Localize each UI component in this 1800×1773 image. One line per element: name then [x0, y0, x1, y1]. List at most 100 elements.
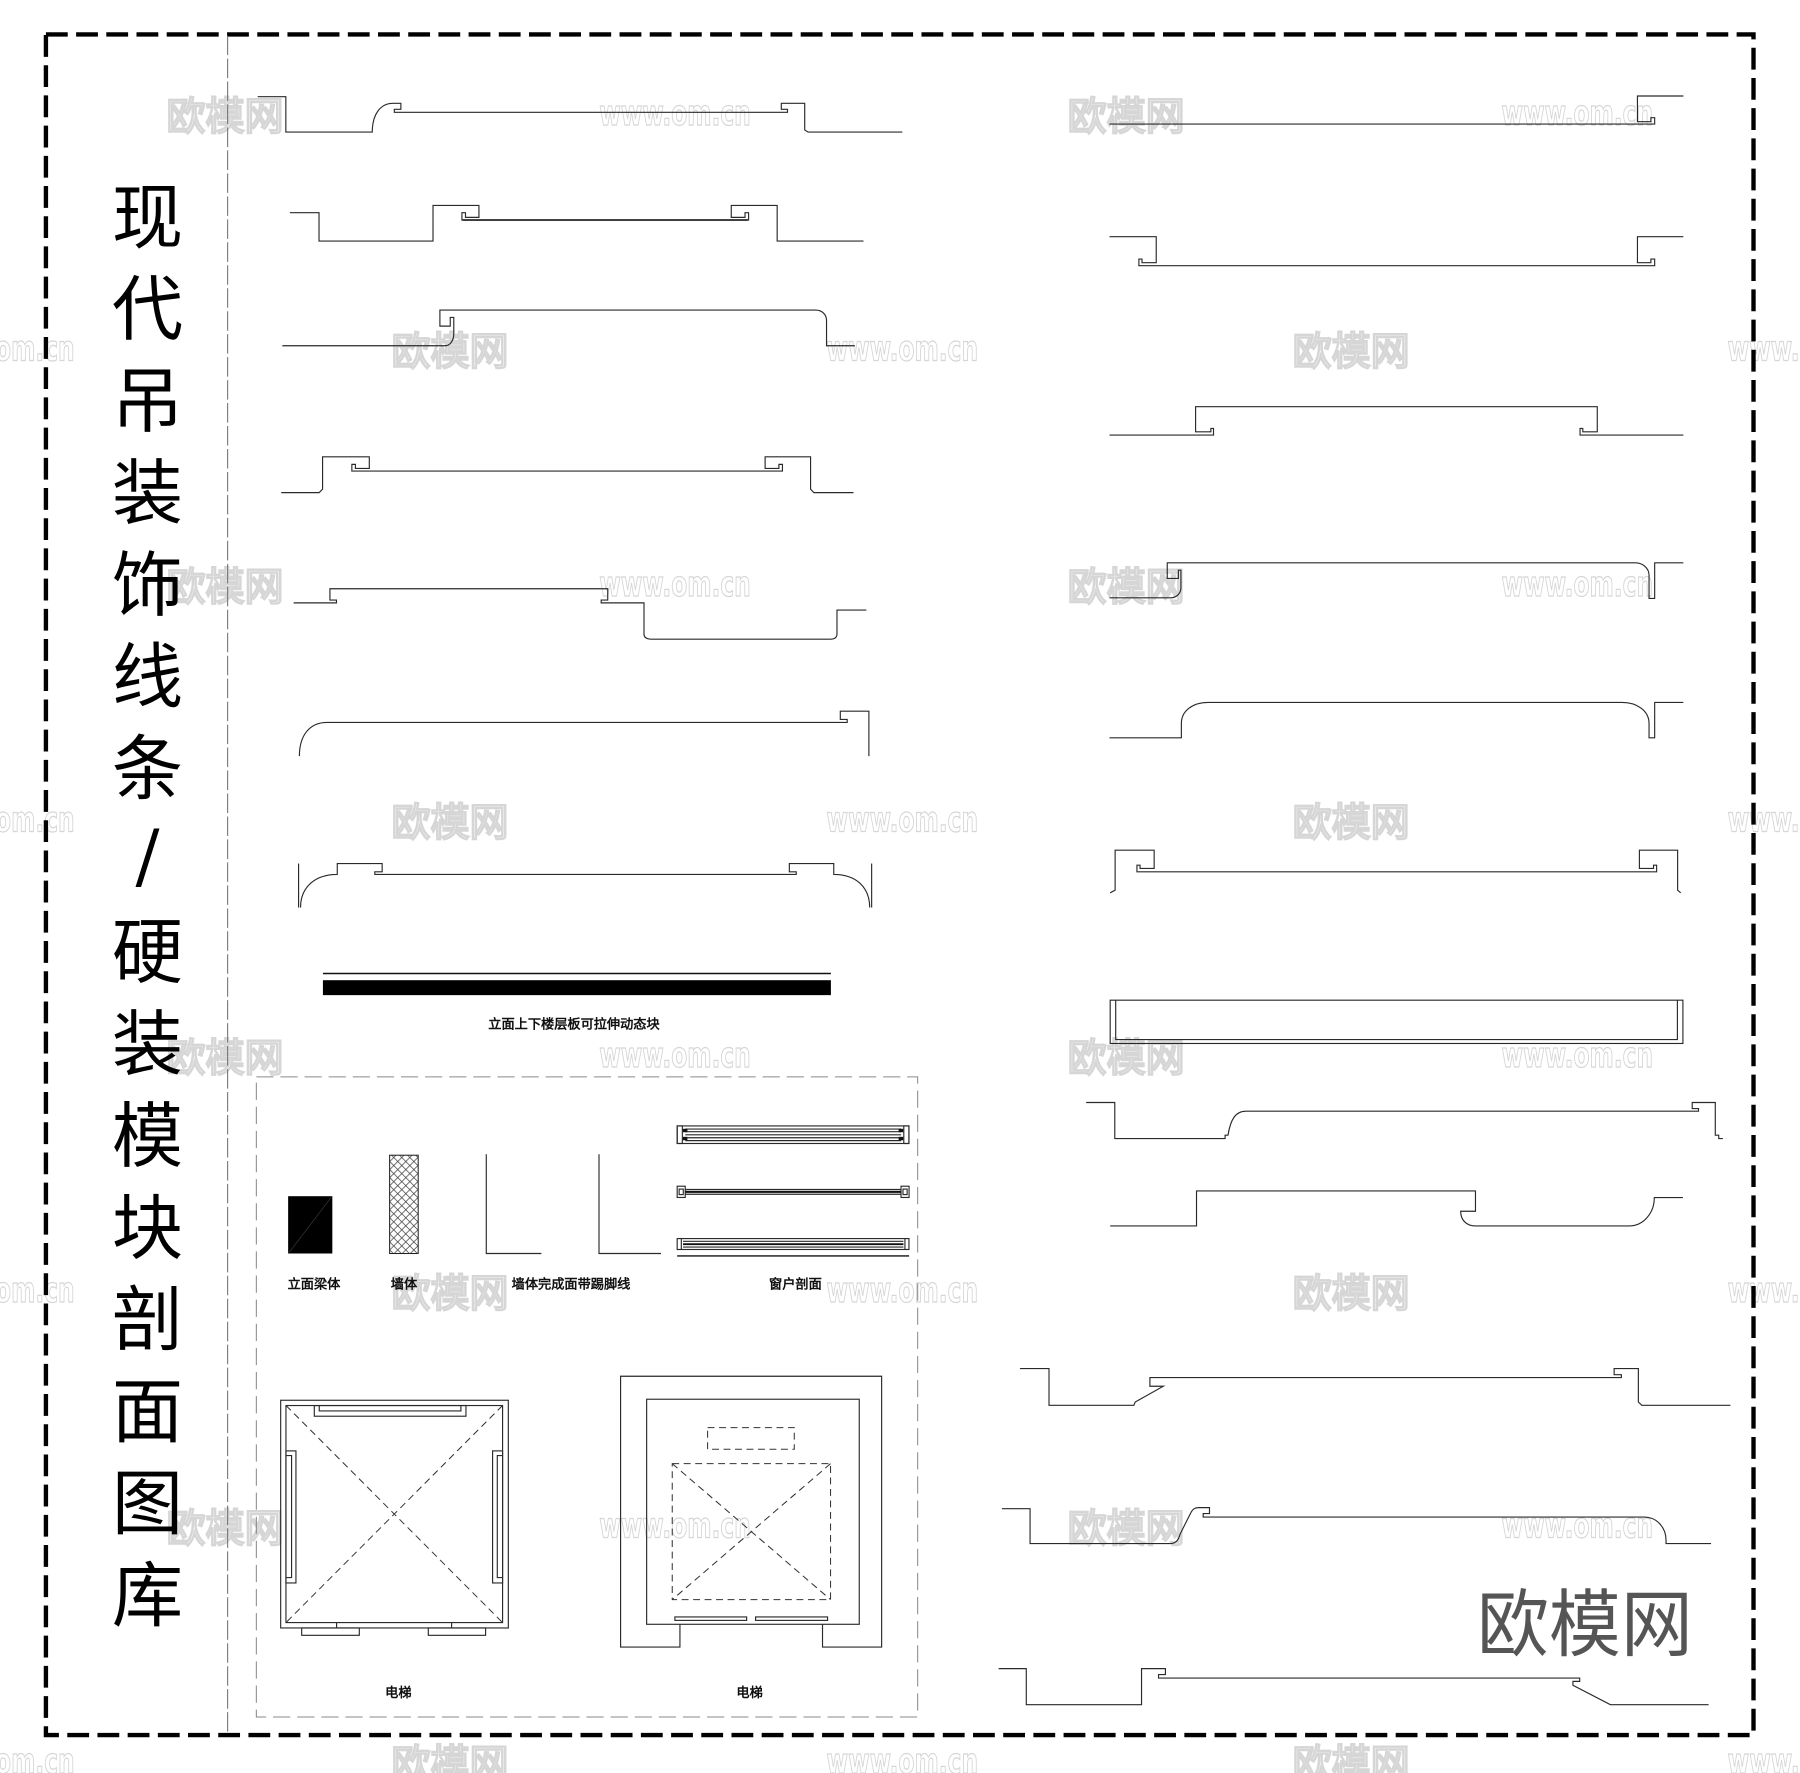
watermark-brand — [390, 329, 510, 376]
watermark-url — [0, 799, 76, 842]
title-char: 饰 — [112, 544, 183, 627]
watermark-url — [825, 799, 979, 842]
window-fixing — [682, 1128, 688, 1133]
elevator-shaft-outer — [280, 1399, 509, 1629]
elevator-door-right — [755, 1616, 829, 1621]
watermark-brand — [165, 564, 285, 612]
wall-hatch-symbol — [389, 1154, 419, 1255]
elevator-plan-1: 电梯 — [280, 1399, 509, 1701]
ceiling-profile-left-7 — [298, 862, 873, 908]
ceiling-profile-right-10 — [1019, 1367, 1731, 1406]
window-section-1 — [676, 1125, 910, 1145]
legend-label: 立面梁体 — [288, 1275, 342, 1292]
elevator-rail-top-inner — [318, 1405, 462, 1412]
watermark-brand — [1066, 1506, 1186, 1553]
ceiling-profile-left-6 — [298, 710, 870, 757]
sheet-title: 现 代 吊 装 饰 线 条 / 硬 装 模 块 剖 面 图 库 — [112, 176, 183, 1637]
window-caps — [680, 1238, 906, 1250]
ceiling-profile-right-3 — [1109, 406, 1684, 436]
legend-label: 墙体完成面带踢脚线 — [512, 1275, 631, 1292]
watermark-brand — [1291, 1271, 1411, 1318]
title-char: 面 — [112, 1371, 183, 1454]
window-fixing — [898, 1136, 904, 1141]
ceiling-profile-right-6 — [1109, 849, 1682, 894]
watermark-url — [0, 1741, 76, 1773]
elevator-rail-right-inner — [496, 1455, 503, 1579]
legend-item-wall: 墙体 — [389, 1154, 419, 1292]
elevator-cross-diagonals — [285, 1405, 503, 1623]
legend-box: 立面梁体 墙体 墙体完成面带踢脚线 — [255, 1076, 919, 1718]
profile-box-inner — [1115, 1000, 1678, 1041]
elevator-cross-diagonals — [671, 1463, 831, 1600]
ceiling-profile-left-1 — [257, 96, 903, 133]
title-char: 块 — [112, 1187, 183, 1270]
title-char: 线 — [112, 636, 183, 719]
beam-diagonal — [289, 1197, 332, 1253]
title-char: 装 — [112, 452, 183, 535]
elevator-door-connectors — [336, 1622, 453, 1628]
window-frame — [676, 1237, 910, 1251]
ceiling-profile-right-5 — [1109, 701, 1684, 739]
ceiling-profile-right-7 — [1109, 999, 1684, 1045]
watermark-url — [1727, 799, 1800, 842]
sheet-border — [43, 32, 1756, 1738]
window-section-3 — [676, 1237, 910, 1257]
profile-box-outer — [1109, 999, 1684, 1045]
watermark-url — [598, 1035, 752, 1077]
legend-item-beam: 立面梁体 — [288, 1196, 342, 1292]
right-profile-column — [998, 95, 1731, 1706]
ceiling-profile-right-1 — [1109, 95, 1684, 125]
legend-box-frame — [255, 1076, 919, 1718]
watermark-url — [598, 564, 752, 606]
window-fixing — [682, 1136, 688, 1141]
watermark-brand — [1291, 800, 1411, 847]
elevator-shaft-inner — [646, 1398, 860, 1625]
left-profile-column: 立面上下楼层板可拉伸动态块 — [257, 96, 903, 1032]
title-char: 装 — [112, 1003, 183, 1086]
title-char: 现 — [112, 176, 183, 259]
ceiling-profile-left-3 — [282, 309, 855, 347]
watermark-url — [825, 328, 979, 371]
watermark-url — [1727, 1741, 1800, 1773]
window-cap-inner — [902, 1188, 908, 1196]
watermark-brand — [165, 1035, 285, 1083]
ceiling-profile-left-5 — [293, 588, 867, 640]
ceiling-profile-right-2 — [1109, 236, 1684, 267]
floor-slab-label: 立面上下楼层板可拉伸动态块 — [488, 1015, 660, 1032]
wall-finish-symbol-1 — [485, 1154, 542, 1255]
watermark-url — [0, 1270, 76, 1312]
window-cap-left — [676, 1185, 686, 1199]
watermark-brand — [165, 1506, 285, 1553]
watermark-brand — [1291, 1741, 1411, 1773]
title-char: 条 — [112, 727, 183, 810]
watermark-brand — [1066, 94, 1186, 141]
profile-body — [299, 862, 871, 908]
elevator-rail-top — [313, 1404, 467, 1417]
elevator-shaft-wall — [620, 1375, 883, 1648]
elevator-rail-left-inner — [285, 1455, 293, 1579]
watermark-brand — [390, 800, 510, 847]
elevator-door-left — [674, 1616, 748, 1621]
elevator-label: 电梯 — [385, 1684, 411, 1701]
title-char: 模 — [112, 1095, 183, 1178]
title-char-slash: / — [136, 815, 160, 898]
watermark-brand — [390, 1741, 510, 1773]
watermark-url — [1727, 1270, 1800, 1312]
legend-item-wall-finish-skirting: 墙体完成面带踢脚线 — [485, 1154, 661, 1292]
elevator-plan-2: 电梯 — [620, 1375, 883, 1701]
title-char: 图 — [112, 1462, 183, 1545]
watermark-url — [1500, 1505, 1654, 1548]
window-cap-inner — [678, 1188, 684, 1196]
elevator-door-right — [427, 1627, 487, 1636]
watermark-url — [825, 1741, 979, 1773]
elevator-rail-right — [492, 1450, 504, 1584]
title-char: 库 — [112, 1554, 183, 1637]
watermark-url — [1727, 328, 1800, 371]
elevator-door-left — [301, 1627, 360, 1636]
ceiling-profile-left-4 — [281, 456, 854, 494]
watermark-brand — [1291, 329, 1411, 376]
brand-watermark-large: 欧模网 — [1477, 1583, 1693, 1668]
legend-label: 窗户剖面 — [769, 1275, 822, 1292]
